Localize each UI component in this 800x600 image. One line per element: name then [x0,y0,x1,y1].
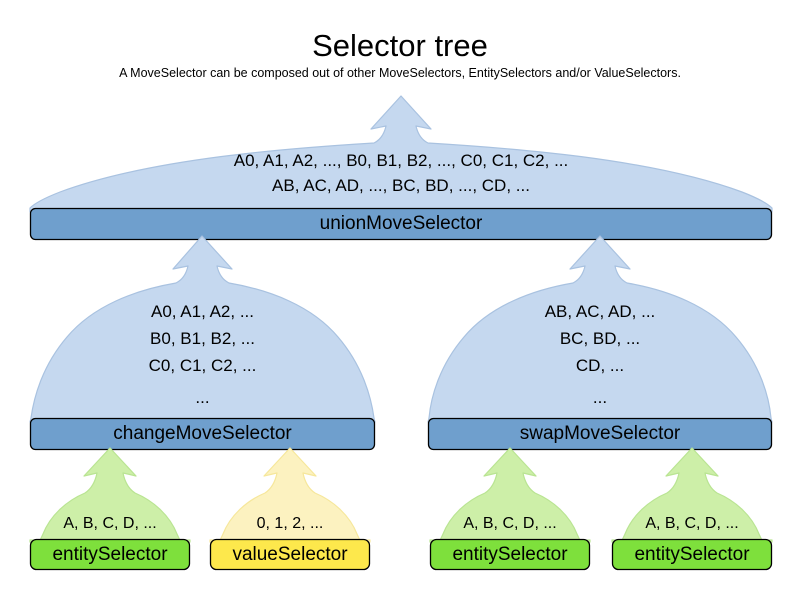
page-title: Selector tree [312,28,488,63]
change-dome-shape [29,235,376,451]
entity-selector-1-dome-shape [29,447,191,571]
node-union-move-selector[interactable]: A0, A1, A2, ..., B0, B1, B2, ..., C0, C1… [29,95,773,241]
entity-selector-2-dome-shape [429,447,591,571]
value-selector-dome-shape [209,447,371,571]
node-change-move-selector[interactable]: A0, A1, A2, ... B0, B1, B2, ... C0, C1, … [29,235,376,451]
union-dome-shape [29,95,773,241]
entity-selector-3-dome-shape [611,447,773,571]
node-value-selector[interactable]: 0, 1, 2, ... valueSelector [209,447,371,571]
node-entity-selector-2[interactable]: A, B, C, D, ... entitySelector [429,447,591,571]
node-entity-selector-3[interactable]: A, B, C, D, ... entitySelector [611,447,773,571]
node-entity-selector-1[interactable]: A, B, C, D, ... entitySelector [29,447,191,571]
node-swap-move-selector[interactable]: AB, AC, AD, ... BC, BD, ... CD, ... ... … [427,235,773,451]
swap-dome-shape [427,235,773,451]
page-subtitle: A MoveSelector can be composed out of ot… [119,66,681,80]
